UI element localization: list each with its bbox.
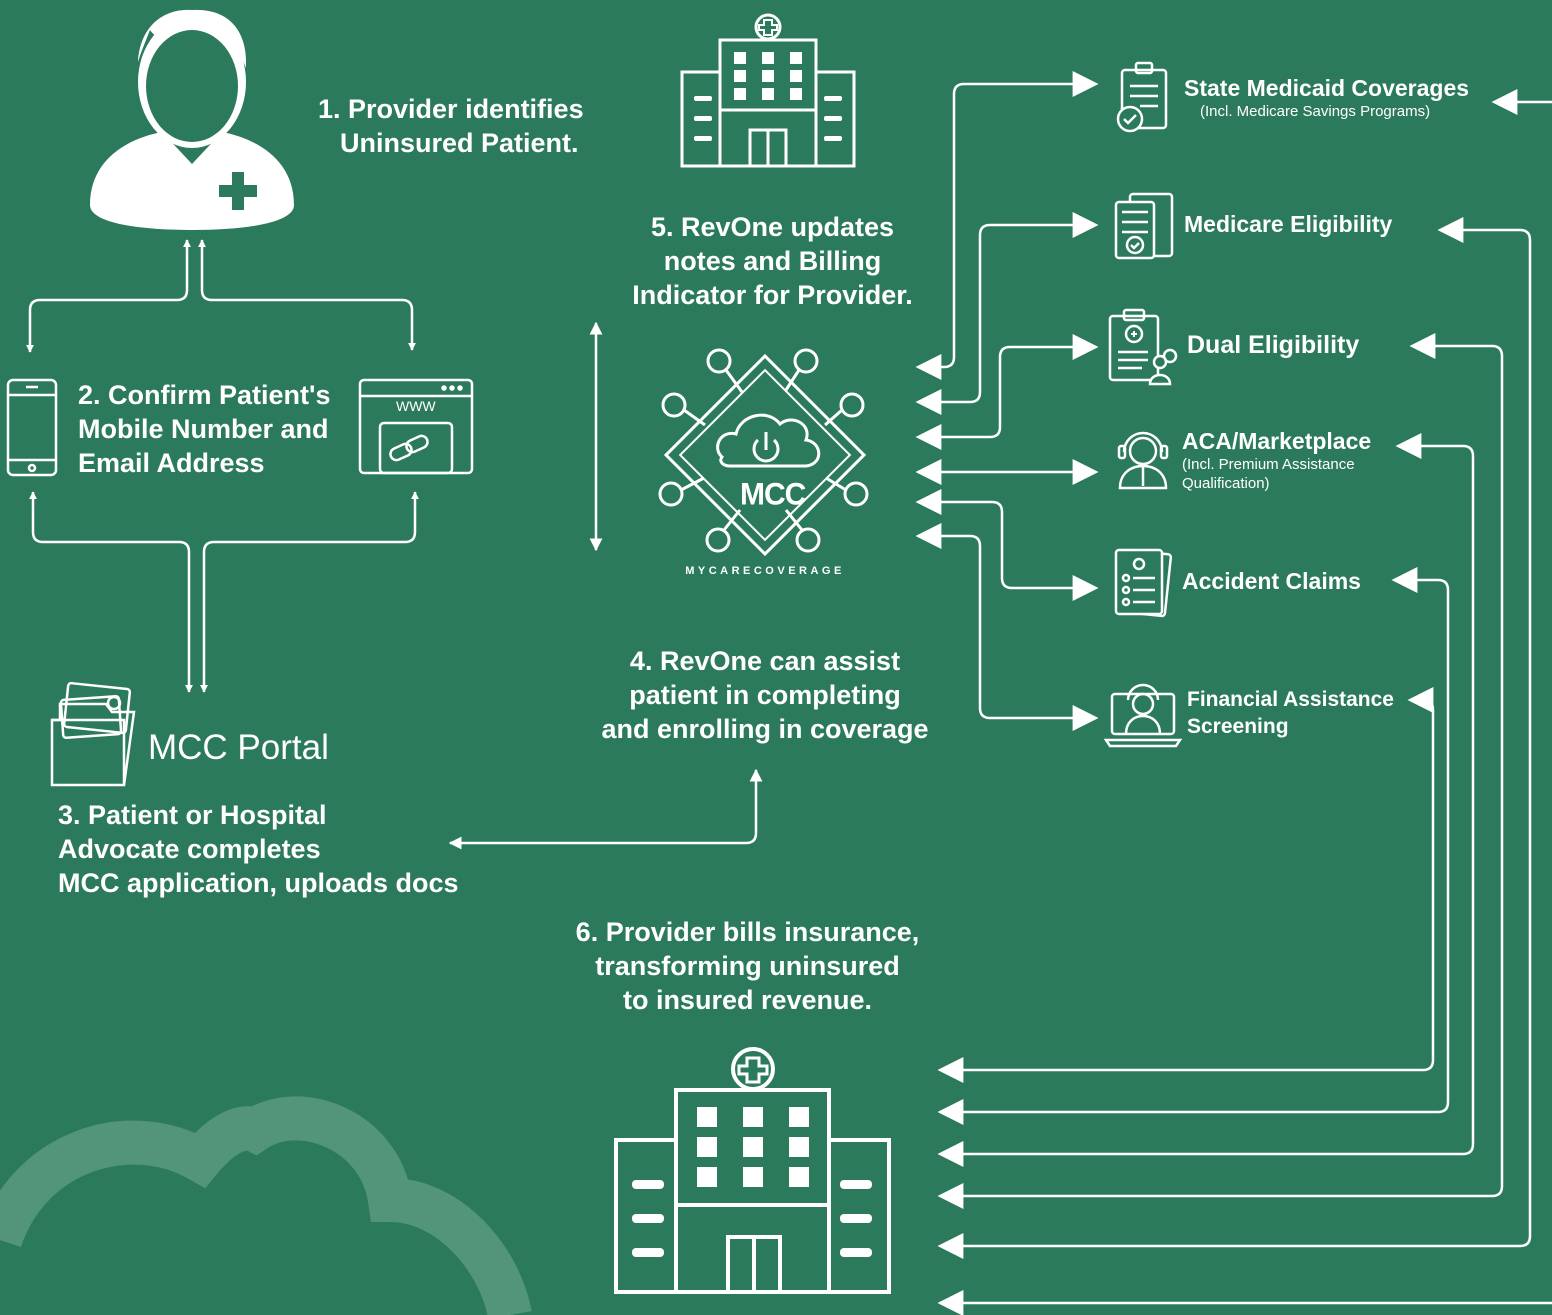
return-accident (937, 567, 1450, 1125)
step-6-text: 6. Provider bills insurance, transformin… (575, 917, 920, 1015)
browser-www-label: WWW (396, 398, 436, 414)
phone-icon (6, 378, 58, 477)
return-dual (937, 333, 1504, 1209)
headset-agent-icon (1117, 431, 1169, 490)
medical-clipboard-people-icon (1108, 308, 1178, 386)
coverage-state-medicaid: State Medicaid Coverages (Incl. Medicare… (1184, 75, 1470, 120)
coverage-aca-marketplace: ACA/Marketplace (Incl. Premium Assistanc… (1182, 428, 1372, 492)
return-financial (937, 687, 1435, 1083)
mcc-chip-logo (658, 348, 869, 557)
coverage-medicare-eligibility: Medicare Eligibility (1184, 211, 1393, 237)
step-3-text: 3. Patient or Hospital Advocate complete… (58, 800, 459, 898)
step-1-text: 1. Provider identifies Uninsured Patient… (318, 94, 584, 158)
step-4-text: 4. RevOne can assist patient in completi… (601, 646, 929, 744)
connector-lines (26, 71, 1552, 1315)
step-5-text: 5. RevOne updates notes and Billing Indi… (632, 212, 913, 310)
hospital-top-icon (680, 13, 856, 168)
coverage-accident-claims: Accident Claims (1182, 568, 1361, 594)
mcc-portal-label: MCC Portal (148, 728, 329, 767)
document-check-icon (1114, 192, 1174, 260)
decorative-cloud (0, 1096, 532, 1315)
arrow-phone-to-portal (29, 491, 193, 693)
mcc-logo-text: MCC (740, 477, 806, 512)
laptop-support-icon (1103, 683, 1183, 748)
arrow-mcc-medicare (915, 212, 1099, 415)
mycarecoverage-wordmark: MYCARECOVERAGE (685, 565, 845, 577)
checklist-documents-icon (1114, 548, 1173, 618)
coverage-dual-eligibility: Dual Eligibility (1187, 331, 1360, 359)
arrow-doctor-to-phone (26, 239, 191, 353)
step-2-text: 2. Confirm Patient's Mobile Number and E… (78, 380, 331, 478)
folder-documents-icon (50, 681, 136, 787)
arrow-browser-to-portal (200, 491, 419, 693)
return-aca (937, 433, 1475, 1167)
arrow-doctor-to-browser (198, 239, 416, 351)
return-medicare (937, 217, 1532, 1259)
hospital-bottom-icon (614, 1047, 891, 1294)
coverage-financial-assistance: Financial Assistance Screening (1187, 688, 1394, 738)
arrow-portal-to-step4 (448, 768, 763, 850)
arrow-mcc-accident (915, 489, 1099, 601)
doctor-icon (90, 9, 294, 230)
arrow-mcc-dual (915, 334, 1099, 450)
clipboard-check-icon (1116, 61, 1168, 133)
browser-link-icon (358, 378, 474, 475)
